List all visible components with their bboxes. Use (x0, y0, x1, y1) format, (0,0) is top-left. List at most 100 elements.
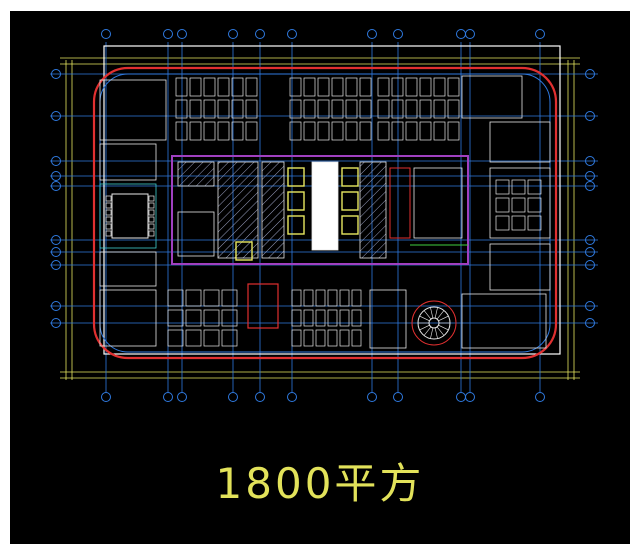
workstation-desk (217, 99, 230, 119)
workstation-desk (185, 289, 202, 307)
workstation-desk (203, 329, 220, 347)
stair-tread (436, 310, 445, 320)
axis-bubble-icon (177, 29, 187, 39)
workstation-desk (289, 121, 302, 141)
axis-bubble-icon (101, 392, 111, 402)
stair-tread (419, 315, 430, 322)
workstation-desk (345, 99, 358, 119)
axis-bubble-icon (465, 29, 475, 39)
workstation-desk (317, 99, 330, 119)
workstation-desk (303, 121, 316, 141)
stair-tread (423, 326, 432, 336)
conference-chair (148, 202, 155, 209)
workstation-desk (245, 121, 258, 141)
workstation-desk (221, 329, 238, 347)
axis-bubble-icon (367, 392, 377, 402)
workstation-desk (433, 99, 446, 119)
workstation-desk (231, 99, 244, 119)
axis-bubble-icon (163, 392, 173, 402)
conference-chair (105, 195, 112, 202)
axis-bubble-icon (535, 29, 545, 39)
workstation-desk (217, 77, 230, 97)
elevator-cab (341, 191, 359, 211)
workstation-desk (303, 309, 314, 327)
workstation-desk (217, 121, 230, 141)
workstation-desk (167, 309, 184, 327)
stair-tread (438, 315, 449, 322)
axis-bubble-icon (51, 29, 595, 402)
conference-chair (105, 209, 112, 216)
axis-bubble-icon (101, 29, 111, 39)
workstation-desk (315, 289, 326, 307)
workstation-desk (327, 329, 338, 347)
workstation-desk (527, 215, 542, 231)
conference-chair (148, 209, 155, 216)
reception-room (247, 283, 279, 329)
axis-bubble-icon (51, 181, 61, 191)
workstation-desk (303, 329, 314, 347)
elevator-cab (287, 167, 305, 187)
axis-bubble-icon (585, 171, 595, 181)
workstation-desk (303, 289, 314, 307)
axis-bubble-icon (367, 29, 377, 39)
workstation-desk (189, 121, 202, 141)
workstation-desk (175, 121, 188, 141)
workstation-desk (419, 99, 432, 119)
workstation-desk (245, 77, 258, 97)
workstation-desk (359, 121, 372, 141)
axis-bubble-icon (51, 111, 61, 121)
workstation-desk (527, 197, 542, 213)
axis-bubble-icon (585, 181, 595, 191)
axis-bubble-icon (585, 247, 595, 257)
workstation-desk (327, 289, 338, 307)
workstation-desk (447, 77, 460, 97)
workstation-desk (317, 77, 330, 97)
workstation-desk (419, 121, 432, 141)
axis-bubble-icon (51, 260, 61, 270)
axis-bubble-icon (255, 392, 265, 402)
workstation-desk (345, 77, 358, 97)
workstation-desk (527, 179, 542, 195)
workstation-desk (175, 99, 188, 119)
stair-tread (436, 326, 445, 336)
workstation-desk (339, 329, 350, 347)
workstation-desk (351, 329, 362, 347)
workstation-desk (291, 329, 302, 347)
workstation-desk (433, 121, 446, 141)
workstation-desk (447, 121, 460, 141)
axis-bubble-icon (51, 69, 61, 79)
workstation-desk (189, 99, 202, 119)
central-core (171, 155, 469, 265)
workstation-desk (327, 309, 338, 327)
workstation-desk (221, 289, 238, 307)
axis-bubble-icon (287, 29, 297, 39)
axis-bubble-icon (456, 29, 466, 39)
axis-bubble-icon (585, 301, 595, 311)
axis-bubble-icon (465, 392, 475, 402)
workstation-desk (315, 309, 326, 327)
workstation-desk (221, 309, 238, 327)
workstation-desk (511, 215, 526, 231)
elevator-cab (341, 215, 359, 235)
perimeter-rooms (99, 75, 551, 349)
elevator-cabs (235, 167, 359, 261)
workstation-desk (291, 309, 302, 327)
workstation-desk (339, 309, 350, 327)
workstation-desk (245, 99, 258, 119)
workstation-desk (511, 179, 526, 195)
workstation-desk (167, 329, 184, 347)
workstation-desk (167, 289, 184, 307)
spiral-stair-icon (411, 300, 457, 346)
axis-bubble-icon (51, 301, 61, 311)
workstation-desk (495, 197, 510, 213)
workstation-desk (203, 99, 216, 119)
workstation-desk (405, 99, 418, 119)
workstation-desk (377, 99, 390, 119)
axis-bubble-icon (393, 29, 403, 39)
outer-wall (92, 66, 558, 360)
workstation-desk (331, 77, 344, 97)
workstation-desk (203, 77, 216, 97)
axis-bubble-icon (585, 318, 595, 328)
workstation-desk (377, 77, 390, 97)
